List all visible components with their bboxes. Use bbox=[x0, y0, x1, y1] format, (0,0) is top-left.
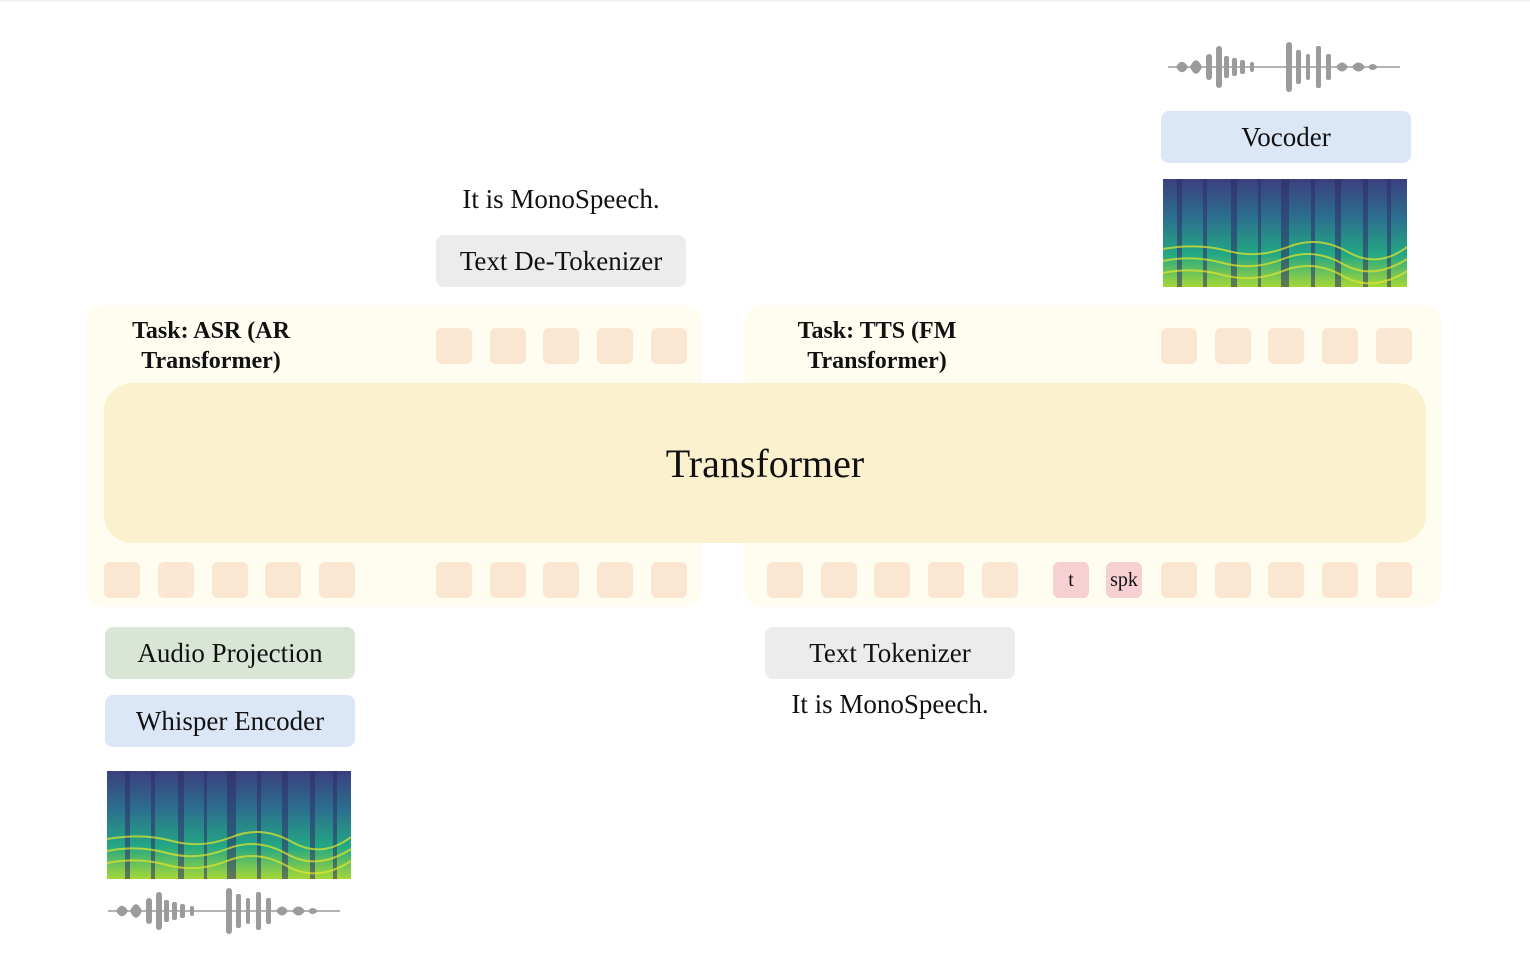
tts-output-token bbox=[1215, 328, 1251, 364]
vocoder-label: Vocoder bbox=[1241, 121, 1331, 152]
transformer-block: Transformer bbox=[104, 383, 1426, 543]
output-spectrogram-image bbox=[1163, 179, 1407, 287]
whisper-encoder-label: Whisper Encoder bbox=[135, 705, 325, 736]
time-token-label: t bbox=[1068, 568, 1074, 591]
text-detokenizer-box: Text De-Tokenizer bbox=[436, 235, 686, 287]
asr-task-label-line2: Transformer) bbox=[141, 348, 281, 374]
text-tokenizer-box: Text Tokenizer bbox=[765, 627, 1015, 679]
noisy-latent-token bbox=[1161, 562, 1197, 598]
audio-projection-box: Audio Projection bbox=[105, 627, 355, 679]
asr-output-token bbox=[543, 328, 579, 364]
noisy-latent-token bbox=[1268, 562, 1304, 598]
asr-input-token bbox=[490, 562, 526, 598]
tts-output-token bbox=[1376, 328, 1412, 364]
input-spectrogram-image bbox=[107, 771, 351, 879]
audio-input-token bbox=[104, 562, 140, 598]
tts-task-label: Task: TTS (FM Transformer) bbox=[776, 316, 978, 376]
text-input-token bbox=[928, 562, 964, 598]
tts-input-text: It is MonoSpeech. bbox=[791, 689, 989, 719]
audio-input-token bbox=[265, 562, 301, 598]
asr-output-text: It is MonoSpeech. bbox=[462, 184, 660, 214]
asr-input-token bbox=[597, 562, 633, 598]
tts-output-token bbox=[1322, 328, 1358, 364]
input-waveform-image bbox=[108, 888, 340, 934]
text-input-token bbox=[821, 562, 857, 598]
audio-input-token bbox=[319, 562, 355, 598]
text-input-token bbox=[874, 562, 910, 598]
speaker-token-label: spk bbox=[1110, 568, 1138, 591]
tts-task-label-line2: Transformer) bbox=[807, 348, 947, 374]
noisy-latent-token bbox=[1215, 562, 1251, 598]
audio-input-token bbox=[158, 562, 194, 598]
asr-input-token bbox=[543, 562, 579, 598]
noisy-latent-token bbox=[1322, 562, 1358, 598]
speaker-token: spk bbox=[1106, 562, 1142, 598]
top-border bbox=[0, 0, 1530, 2]
tts-output-token bbox=[1161, 328, 1197, 364]
whisper-encoder-box: Whisper Encoder bbox=[105, 695, 355, 747]
asr-task-label-line1: Task: ASR (AR bbox=[132, 318, 290, 344]
asr-output-token bbox=[597, 328, 633, 364]
asr-output-token bbox=[651, 328, 687, 364]
text-input-token bbox=[767, 562, 803, 598]
asr-output-token bbox=[490, 328, 526, 364]
noisy-latent-token bbox=[1376, 562, 1412, 598]
text-input-token bbox=[982, 562, 1018, 598]
vocoder-box: Vocoder bbox=[1161, 111, 1411, 163]
output-waveform-image bbox=[1168, 42, 1400, 92]
asr-task-label: Task: ASR (AR Transformer) bbox=[110, 316, 312, 376]
asr-input-token bbox=[651, 562, 687, 598]
tts-output-token bbox=[1268, 328, 1304, 364]
audio-input-token bbox=[212, 562, 248, 598]
time-token: t bbox=[1053, 562, 1089, 598]
audio-projection-label: Audio Projection bbox=[137, 637, 323, 668]
tts-task-label-line1: Task: TTS (FM bbox=[797, 318, 957, 344]
transformer-label: Transformer bbox=[665, 440, 865, 486]
asr-input-token bbox=[436, 562, 472, 598]
text-detokenizer-label: Text De-Tokenizer bbox=[459, 245, 663, 276]
asr-output-token bbox=[436, 328, 472, 364]
text-tokenizer-label: Text Tokenizer bbox=[809, 637, 971, 668]
